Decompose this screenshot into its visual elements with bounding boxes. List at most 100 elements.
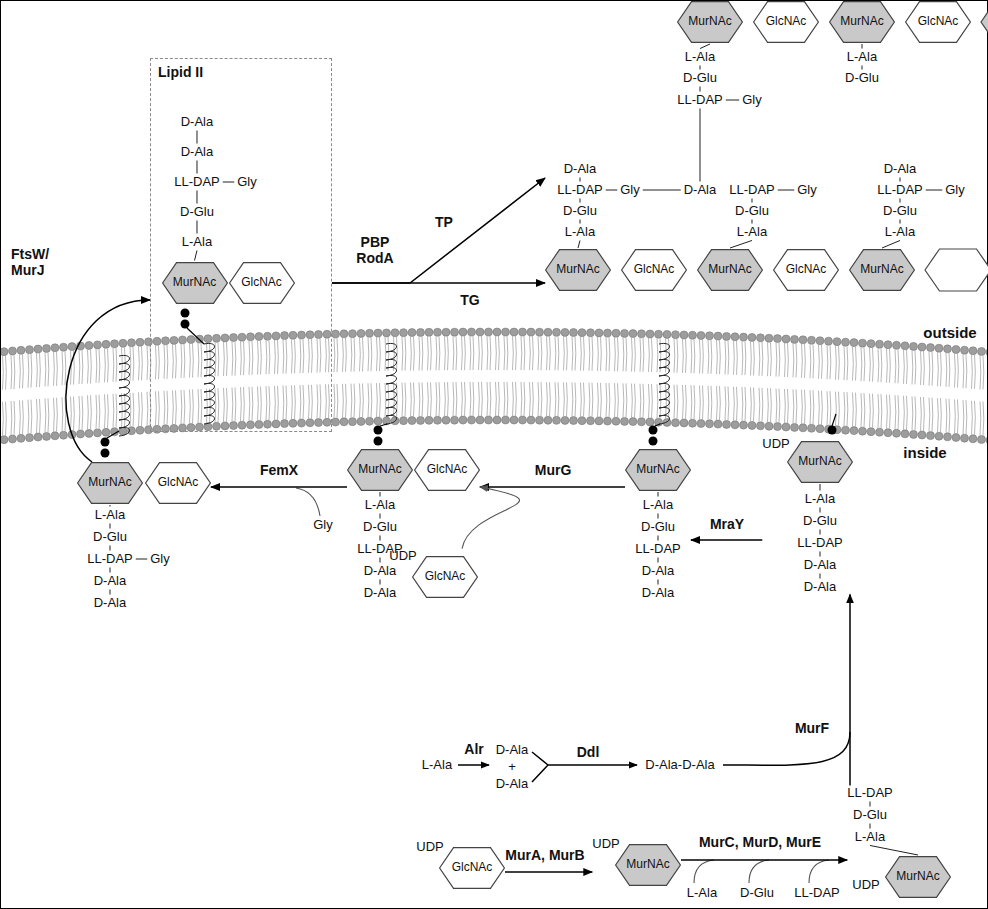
residue-label: D-Glu <box>563 204 597 219</box>
udp-label: UDP <box>592 837 619 852</box>
residue-label: D-Ala <box>684 183 717 198</box>
lipid-head <box>791 423 799 431</box>
residue-label: D-Glu <box>845 71 879 86</box>
lipid-head <box>740 421 748 429</box>
lipid-head <box>102 340 110 348</box>
sugar-name: GlcNAc <box>452 861 493 875</box>
lipid-head <box>595 329 603 337</box>
residue-label: D-Ala <box>804 558 837 573</box>
residue-label: D-Glu <box>853 808 887 823</box>
lipid-head <box>672 331 680 339</box>
helix-coil <box>204 343 215 424</box>
residue-label: D-Glu <box>363 520 397 535</box>
lipid-head <box>425 416 433 424</box>
lipid-head <box>298 331 306 339</box>
hexagon-shape <box>546 250 611 291</box>
residue-label: Gly <box>620 183 640 198</box>
lipid-head <box>799 336 807 344</box>
lipid-head <box>281 420 289 428</box>
lipid-head <box>17 346 25 354</box>
lipid-head <box>663 418 671 426</box>
lipid-head <box>544 416 552 424</box>
lipid-head <box>349 418 357 426</box>
lipid-head <box>17 434 25 442</box>
enzyme-label: MurC, MurD, MurE <box>698 834 822 850</box>
lipid-head <box>731 421 739 429</box>
lipid-head <box>910 430 918 438</box>
bond-tick <box>109 589 110 594</box>
hexagon-shape <box>146 463 211 504</box>
lipid-head <box>442 328 450 336</box>
lipid-head <box>774 335 782 343</box>
residue-label: Gly <box>150 552 170 567</box>
sugar-name: MurNAc <box>626 858 669 872</box>
sugar-hexagon: UDPMurNAc <box>615 844 681 886</box>
sugar-hexagon: MurNAc <box>697 249 763 291</box>
reaction-arrow <box>691 539 762 541</box>
enzyme-label: MurA, MurB <box>504 847 585 863</box>
lipid-head <box>230 422 238 430</box>
lipid-head <box>451 416 459 424</box>
lipid-head <box>621 417 629 425</box>
reaction-arrow <box>66 300 150 462</box>
lipid-head <box>298 419 306 427</box>
sugar-hexagon: GlcNAc <box>229 262 295 304</box>
residue-label: D-Glu <box>93 530 127 545</box>
enzyme-label: PBP RodA <box>353 234 397 266</box>
lipid-head <box>765 334 773 342</box>
lipid-head <box>34 433 42 441</box>
lipid-head <box>434 328 442 336</box>
bond-dash <box>926 190 942 191</box>
lipid-head <box>961 434 969 442</box>
sugar-name: MurNAc <box>358 463 401 477</box>
lipid-head <box>102 428 110 436</box>
residue-label: D-Ala <box>642 586 675 601</box>
lipid-head <box>816 425 824 433</box>
lipid-head <box>612 329 620 337</box>
bond-tick <box>899 198 900 202</box>
bond-tick <box>699 65 700 69</box>
partial-hexagon <box>925 249 988 291</box>
enzyme-label: Ddl <box>577 744 600 760</box>
carrier-links <box>107 328 836 438</box>
udp-label: UDP <box>416 840 443 855</box>
lipid-head <box>876 340 884 348</box>
lipid-head <box>884 341 892 349</box>
lipid-head <box>366 417 374 425</box>
lipid-head <box>60 431 68 439</box>
sugar-hexagon: UDPGlcNAc <box>412 556 478 598</box>
lipid-head <box>680 331 688 339</box>
lipid-head <box>774 423 782 431</box>
lipid-head <box>612 417 620 425</box>
bond-tick <box>657 492 658 497</box>
residue-label: LL-DAP <box>847 786 893 801</box>
residue-label: D-Glu <box>735 204 769 219</box>
lipid-head <box>978 347 986 355</box>
lipid-head <box>0 348 8 356</box>
bond-tick <box>109 545 110 550</box>
reaction-arrow <box>211 486 347 488</box>
bond-tick <box>379 513 380 518</box>
lipid-head <box>689 419 697 427</box>
lipid-head <box>264 420 272 428</box>
lipid-head <box>349 330 357 338</box>
substrate-curves <box>296 488 829 883</box>
lipid-head <box>51 344 59 352</box>
bond-tick <box>579 177 580 181</box>
lipid-head <box>187 336 195 344</box>
lipid-head <box>536 416 544 424</box>
lipid-head <box>493 416 501 424</box>
residue-label: D-Glu <box>180 205 214 220</box>
residue-label: Gly <box>313 518 333 533</box>
helix-coil <box>119 355 130 436</box>
bond-tick <box>379 535 380 540</box>
lipid-head <box>765 422 773 430</box>
lipid-head <box>570 329 578 337</box>
lipid-head <box>417 328 425 336</box>
residue-label: L-Ala <box>737 225 767 240</box>
bond-tick <box>109 567 110 572</box>
sugar-name: MurNAc <box>688 15 731 29</box>
bond-dash <box>726 100 739 101</box>
hexagon-shape <box>413 557 478 598</box>
